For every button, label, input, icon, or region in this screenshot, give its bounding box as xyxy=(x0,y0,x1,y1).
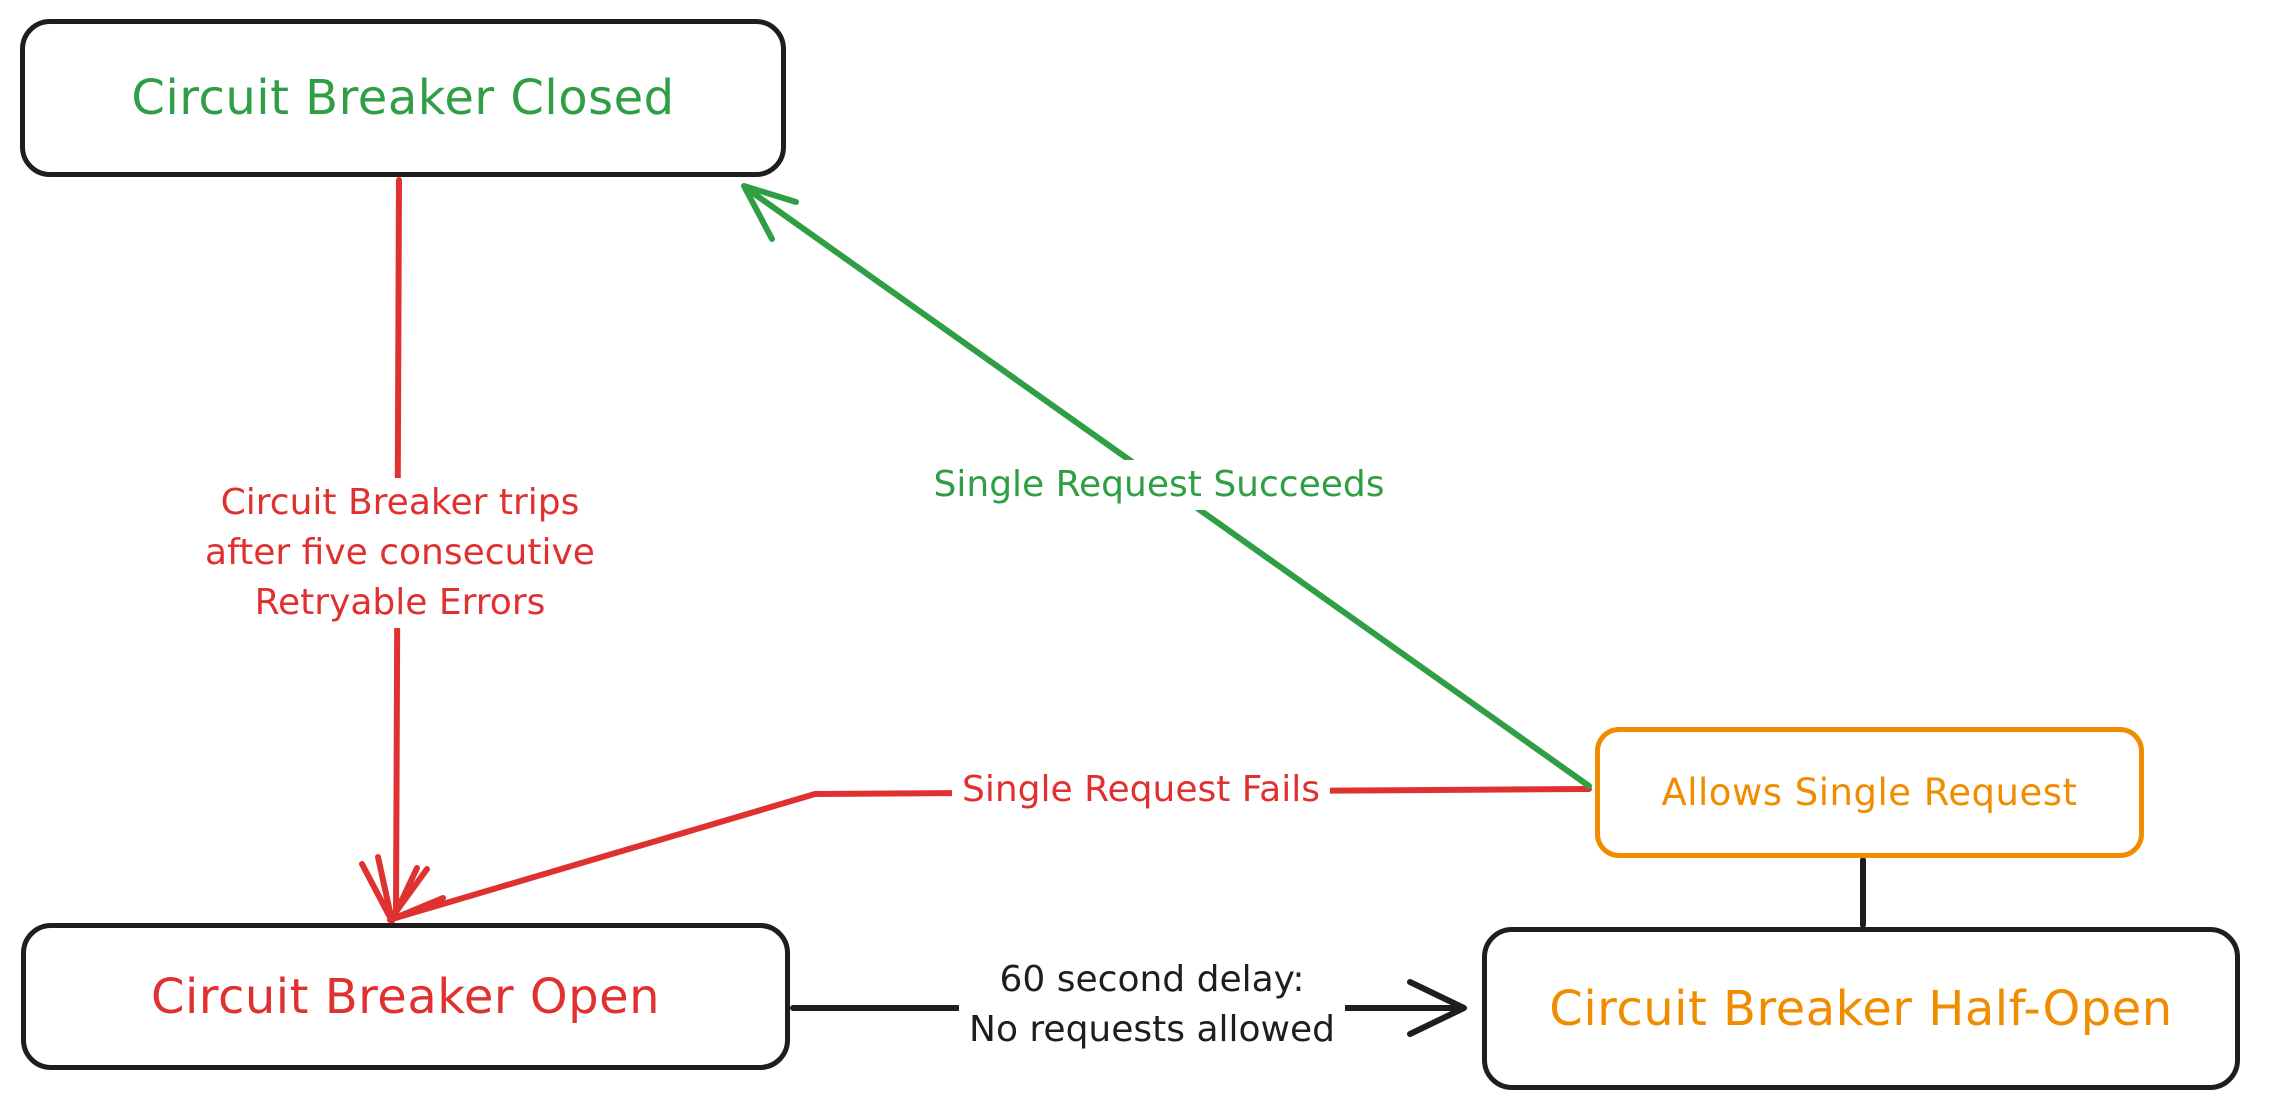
edge-delay-label: 60 second delay: No requests allowed xyxy=(959,955,1345,1055)
edge-delay-label-line-1: 60 second delay: xyxy=(989,955,1315,1005)
edge-succeed-arrowhead xyxy=(741,183,799,242)
edge-succeed-label-text: Single Request Succeeds xyxy=(923,460,1395,510)
edge-trip-label-line-1: Circuit Breaker trips xyxy=(210,478,590,528)
node-allows-single-request: Allows Single Request xyxy=(1595,727,2144,858)
edge-trip-label-line-2: after five consecutive xyxy=(195,528,605,578)
edge-fail-arrowhead xyxy=(387,866,446,923)
edge-succeed-label: Single Request Succeeds xyxy=(923,460,1395,510)
edge-delay-label-line-2: No requests allowed xyxy=(959,1005,1345,1055)
node-circuit-breaker-open: Circuit Breaker Open xyxy=(21,923,790,1070)
node-circuit-breaker-half-open-label: Circuit Breaker Half-Open xyxy=(1549,980,2173,1037)
edge-fail-label: Single Request Fails xyxy=(951,765,1331,815)
node-circuit-breaker-closed-label: Circuit Breaker Closed xyxy=(131,70,675,126)
node-allows-single-request-label: Allows Single Request xyxy=(1661,771,2078,814)
node-circuit-breaker-open-label: Circuit Breaker Open xyxy=(150,968,661,1025)
edge-fail-line xyxy=(389,786,1592,922)
edge-trip-label-line-3: Retryable Errors xyxy=(244,578,556,628)
edge-trip-label: Circuit Breaker trips after five consecu… xyxy=(195,478,605,628)
node-circuit-breaker-closed: Circuit Breaker Closed xyxy=(20,19,786,177)
edge-delay-arrowhead xyxy=(1407,979,1467,1037)
node-circuit-breaker-half-open: Circuit Breaker Half-Open xyxy=(1482,927,2240,1090)
edge-fail-label-text: Single Request Fails xyxy=(951,765,1331,815)
